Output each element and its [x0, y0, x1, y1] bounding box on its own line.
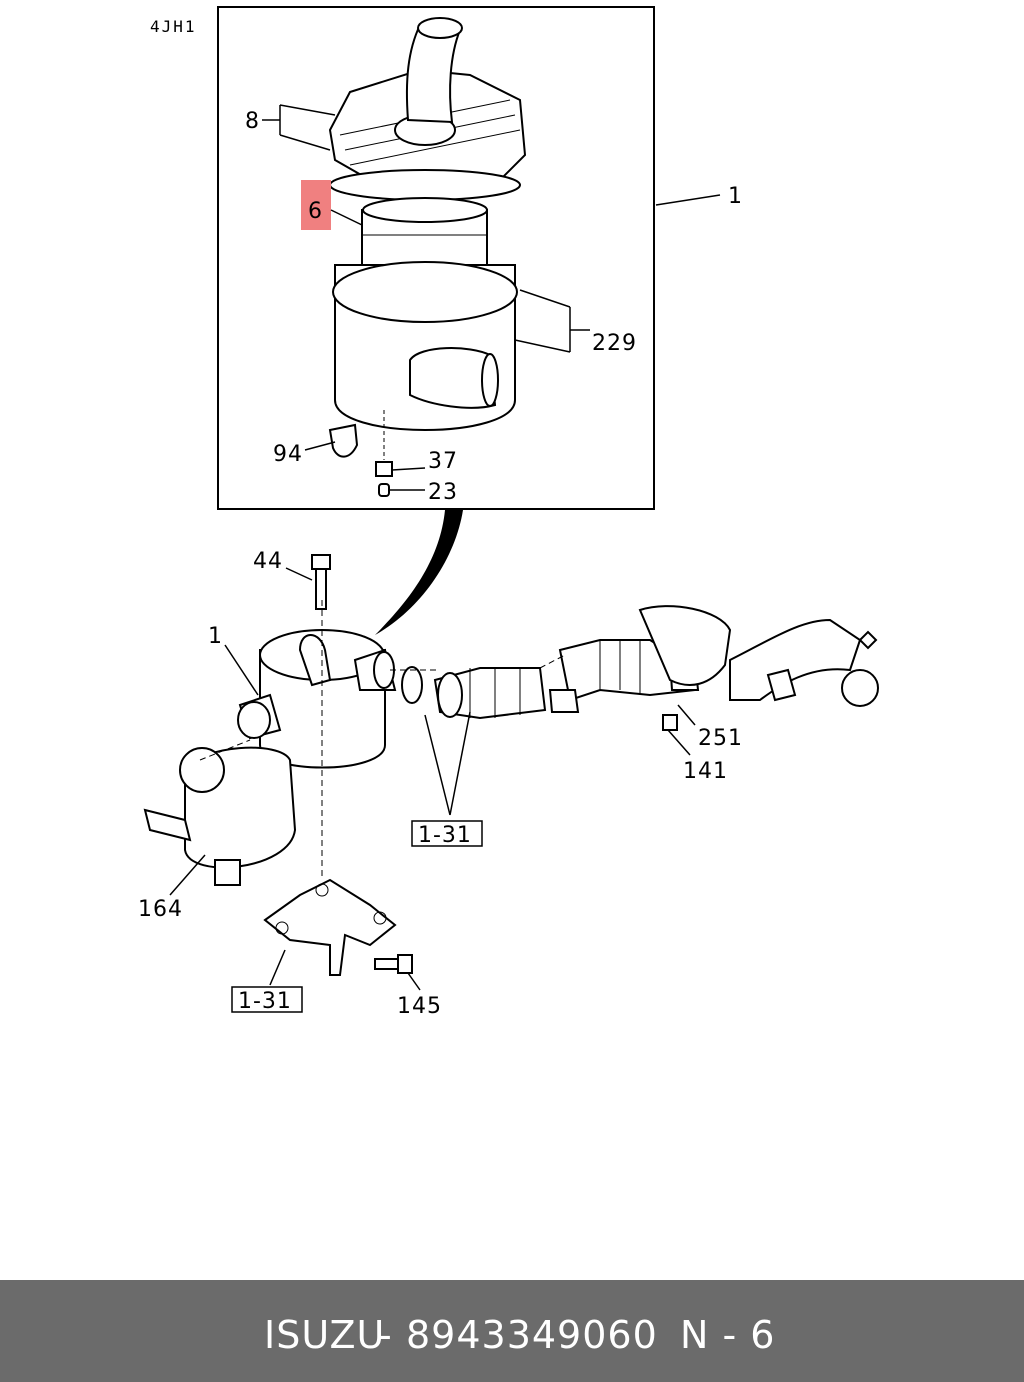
label-141: 141 — [683, 759, 728, 784]
label-1-bottom: 1 — [208, 624, 223, 649]
label-1-top: 1 — [728, 184, 743, 209]
engine-code: 4JH1 — [150, 17, 197, 36]
label-6: 6 — [308, 199, 323, 224]
ref-box-middle — [411, 820, 483, 847]
bolt-44 — [285, 554, 331, 610]
ref-box-bottom — [231, 986, 303, 1013]
footer-text: ISUZU - 8943349060 N - 6 — [264, 1313, 775, 1357]
footer-separator: - — [378, 1313, 393, 1357]
label-23: 23 — [428, 480, 458, 505]
ref-box-bottom-label: 1-31 — [238, 989, 292, 1014]
bracket — [263, 878, 421, 991]
footer-page-ref: N - 6 — [680, 1313, 775, 1357]
ref-box-middle-label: 1-31 — [418, 823, 472, 848]
label-8: 8 — [245, 109, 260, 134]
callout-arrow — [375, 510, 463, 635]
footer-brand: ISUZU — [264, 1313, 385, 1357]
intake-hoses — [390, 605, 879, 816]
air-cleaner-assembly — [224, 600, 397, 880]
highlight-box — [301, 180, 331, 230]
precleaner-164 — [143, 739, 297, 896]
label-251: 251 — [698, 726, 743, 751]
label-145: 145 — [397, 994, 442, 1019]
air-cleaner-exploded — [328, 17, 527, 497]
label-94: 94 — [273, 442, 303, 467]
footer-bar: ISUZU - 8943349060 N - 6 — [0, 1280, 1024, 1382]
parts-diagram: 4JH1 — [138, 6, 879, 1019]
leader-lines — [262, 104, 721, 491]
label-37: 37 — [428, 449, 458, 474]
label-44: 44 — [253, 549, 283, 574]
label-229: 229 — [592, 331, 637, 356]
label-164: 164 — [138, 897, 183, 922]
footer-part-number: 8943349060 — [406, 1313, 658, 1357]
